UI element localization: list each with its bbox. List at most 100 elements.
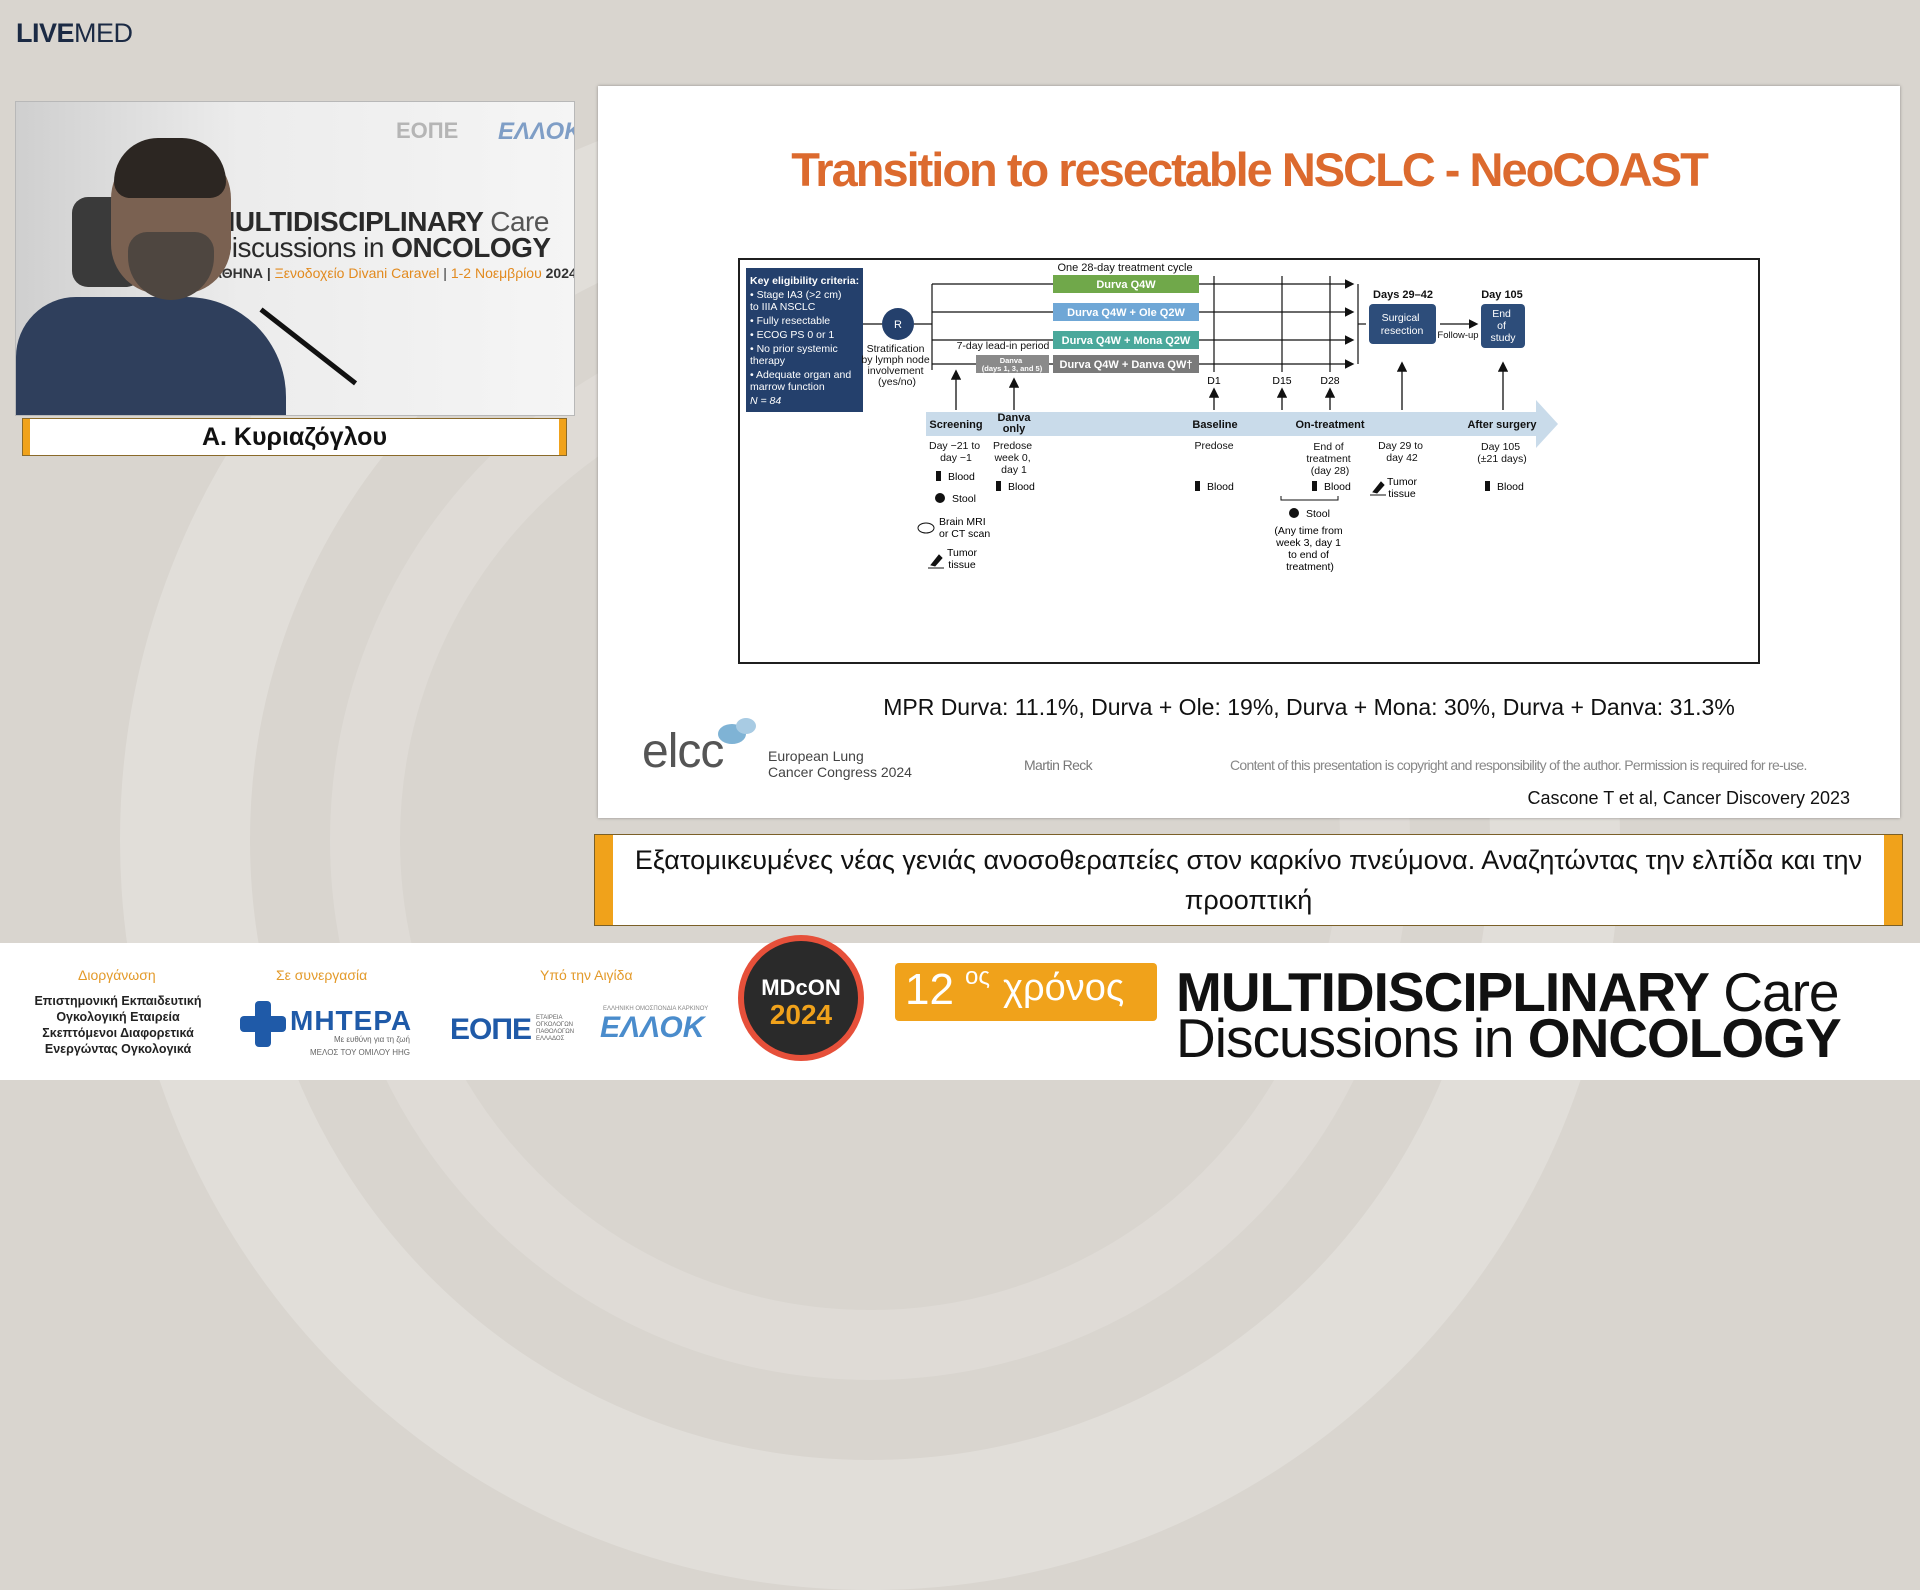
svg-text:Blood: Blood <box>948 471 975 483</box>
footer-title-line1: MULTIDISCIPLINARY Care <box>1176 961 1839 1023</box>
end-header: Day 105 <box>1481 289 1523 301</box>
video-banner-line1: MULTIDISCIPLINARY Care <box>212 206 549 237</box>
stratification-text: Stratification by lymph node involvement… <box>861 343 932 388</box>
lead-in-label: 7-day lead-in period <box>957 340 1050 352</box>
cycle-label: One 28-day treatment cycle <box>1057 262 1192 274</box>
blood-tube-icon <box>1312 481 1317 491</box>
mitera-cross-icon <box>240 1001 286 1047</box>
svg-text:Blood: Blood <box>1497 481 1524 493</box>
speaker-beard <box>128 232 214 300</box>
svg-text:Stool: Stool <box>952 493 976 505</box>
auspices-heading: Υπό την Αιγίδα <box>540 967 633 983</box>
day-d28: D28 <box>1320 375 1339 387</box>
elcc-logo: elcc <box>642 725 724 778</box>
stool-icon <box>1289 508 1299 518</box>
talk-title-caption: Εξατομικευμένες νέας γενιάς ανοσοθεραπεί… <box>595 835 1902 925</box>
eligibility-box <box>746 268 863 412</box>
speaker-video: ΕΟΠΕ ΕΛΛΟΚ MULTIDISCIPLINARY Care Discus… <box>15 101 575 416</box>
surgery-box-text: Surgical resection <box>1381 312 1424 337</box>
end-of-study-box <box>1481 304 1525 348</box>
baseline-samples: Blood <box>1195 481 1234 493</box>
svg-text:Stool: Stool <box>1306 508 1330 520</box>
eope-logo: ΕΟΠΕ <box>450 1013 532 1046</box>
randomization-node <box>882 308 914 340</box>
sponsor-footer: Διοργάνωση Επιστημονική Εκπαιδευτική Ογκ… <box>0 935 1920 1080</box>
surgery-timing: Day 29 to day 42 <box>1378 440 1426 464</box>
anniversary-badge: 12 ος χρόνος <box>895 963 1157 1021</box>
blood-tube-icon <box>1485 481 1490 491</box>
svg-text:Blood: Blood <box>1324 481 1351 493</box>
arm-durva-box <box>1053 275 1199 293</box>
blood-tube-icon <box>936 471 941 481</box>
presentation-slide: Transition to resectable NSCLC - NeoCOAS… <box>598 86 1900 818</box>
blood-tube-icon <box>996 481 1001 491</box>
video-ellok-logo: ΕΛΛΟΚ <box>498 118 575 145</box>
mitera-logo: ΜΗΤΕΡΑ <box>290 1005 413 1036</box>
treatment-samples: Blood Stool (Any time from week 3, day 1… <box>1274 481 1351 573</box>
slide-copyright: Content of this presentation is copyrigh… <box>1230 757 1807 773</box>
end-of-study-text: End of study <box>1490 308 1516 344</box>
arm-ole-label: Durva Q4W + Ole Q2W <box>1067 307 1185 319</box>
after-samples: Blood <box>1485 481 1524 493</box>
svg-text:Blood: Blood <box>1008 481 1035 493</box>
speaker-name: Α. Κυριαζόγλου <box>201 423 388 451</box>
video-banner-line2: Discussions in ONCOLOGY <box>212 232 551 263</box>
arm-danva-box <box>1053 355 1199 373</box>
video-eope-logo: ΕΟΠΕ <box>396 118 459 143</box>
treatment-timing: End of treatment (day 28) <box>1306 441 1353 477</box>
speaker-figure <box>16 297 286 415</box>
phase-baseline: Baseline <box>1192 419 1237 431</box>
organization-heading: Διοργάνωση <box>78 967 156 983</box>
study-design-diagram: Key eligibility criteria: • Stage IA3 (>… <box>738 258 1760 664</box>
surgery-box <box>1369 304 1436 344</box>
mdcon-2024-badge: MDcON 2024 <box>738 935 864 1061</box>
brain-icon <box>917 522 935 534</box>
phase-screening: Screening <box>929 419 982 431</box>
elcc-congress-name: European Lung Cancer Congress 2024 <box>768 748 912 780</box>
follow-up-label: Follow-up <box>1437 330 1478 341</box>
mpr-results: MPR Durva: 11.1%, Durva + Ole: 19%, Durv… <box>883 694 1735 720</box>
danva-lead-in-text: Danva (days 1, 3, and 5) <box>982 356 1043 373</box>
talk-title: Εξατομικευμένες νέας γενιάς ανοσοθεραπεί… <box>634 845 1863 915</box>
screening-timing: Day −21 to day −1 <box>929 440 983 464</box>
svg-text:(Any time from week: (Any time from week 3, day 1 to end of t… <box>1274 525 1345 573</box>
microscope-icon <box>928 554 944 569</box>
organizer-name: Επιστημονική Εκπαιδευτική Ογκολογική Ετα… <box>34 994 202 1056</box>
slide-citation: Cascone T et al, Cancer Discovery 2023 <box>1527 788 1851 808</box>
day-d15: D15 <box>1272 375 1291 387</box>
arm-durva-label: Durva Q4W <box>1096 279 1156 291</box>
surgery-header: Days 29–42 <box>1373 289 1433 301</box>
footer-title-line2: Discussions in ONCOLOGY <box>1176 1007 1842 1069</box>
speaker-hair <box>114 138 226 198</box>
phase-timeline-bar <box>926 400 1558 448</box>
ellok-subtitle: ΕΛΛΗΝΙΚΗ ΟΜΟΣΠΟΝΔΙΑ ΚΑΡΚΙΝΟΥ <box>603 1006 709 1012</box>
video-banner-subtitle: ΑΘΗΝΑ | Ξενοδοχείο Divani Caravel | 1-2 … <box>212 265 575 281</box>
randomization-label: R <box>894 319 902 331</box>
arm-mona-box <box>1053 331 1199 349</box>
danva-samples: Blood <box>996 481 1035 493</box>
danva-lead-in-box <box>976 355 1049 373</box>
arm-danva-label: Durva Q4W + Danva QW† <box>1060 359 1193 371</box>
phase-on-treatment: On-treatment <box>1295 419 1364 431</box>
arm-ole-box <box>1053 303 1199 321</box>
livemed-logo: LIVEMED <box>16 18 133 48</box>
baseline-timing: Predose <box>1194 440 1233 452</box>
ellok-logo: ΕΛΛΟΚ <box>600 1011 705 1044</box>
eligibility-text: Key eligibility criteria: • Stage IA3 (>… <box>750 275 862 407</box>
day-d1: D1 <box>1207 375 1221 387</box>
slide-title: Transition to resectable NSCLC - NeoCOAS… <box>791 143 1709 196</box>
after-timing: Day 105 (±21 days) <box>1477 441 1527 465</box>
collaboration-heading: Σε συνεργασία <box>276 967 368 983</box>
slide-presenter: Martin Reck <box>1024 757 1093 773</box>
speaker-nameplate: Α. Κυριαζόγλου <box>23 419 566 455</box>
eope-subtitle: ΕΤΑΙΡΕΙΑ ΟΓΚΟΛΟΓΩΝ ΠΑΘΟΛΟΓΩΝ ΕΛΛΑΔΟΣ <box>536 1015 575 1042</box>
study-design-svg: Key eligibility criteria: • Stage IA3 (>… <box>746 262 1558 573</box>
svg-text:Blood: Blood <box>1207 481 1234 493</box>
elcc-swirl-icon-secondary <box>736 718 756 734</box>
